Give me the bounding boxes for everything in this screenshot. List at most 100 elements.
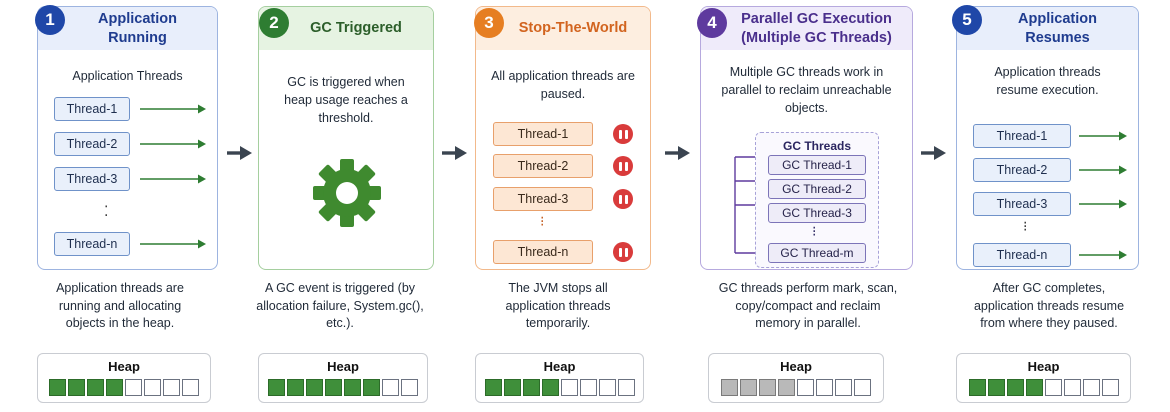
gc-thread-box: GC Thread-m	[768, 243, 866, 263]
gc-thread-box: GC Thread-3	[768, 203, 866, 223]
heap-cell-free	[125, 379, 142, 396]
thread-box: Thread-2	[54, 132, 130, 156]
gc-threads-group: GC Threads GC Thread-1 GC Thread-2 GC Th…	[755, 132, 879, 268]
step-3-title: Stop-The-World	[518, 20, 628, 37]
heap-cell-free	[1063, 379, 1081, 396]
heap-cell-used	[522, 379, 540, 396]
heap-cells	[259, 379, 427, 396]
heap-cell-free	[144, 379, 161, 396]
next-step-arrow-icon	[665, 146, 690, 160]
step-2-body: GC is triggered when heap usage reaches …	[259, 51, 433, 269]
step-5-card: Application Resumes Application threads …	[956, 6, 1139, 270]
step-1-body: Application Threads Thread-1 Thread-2 Th…	[38, 51, 217, 269]
step-4-card: Parallel GC Execution (Multiple GC Threa…	[700, 6, 913, 270]
gc-thread-box: GC Thread-1	[768, 155, 866, 175]
heap-cells	[709, 379, 883, 396]
heap-cell-free	[560, 379, 578, 396]
heap-cell-free	[579, 379, 597, 396]
thread-box: Thread-2	[973, 158, 1071, 182]
step-4-body: Multiple GC threads work in parallel to …	[701, 51, 912, 269]
heap-cell-free	[598, 379, 616, 396]
heap-cell-used	[268, 379, 285, 396]
step-3-badge: 3	[474, 8, 504, 38]
heap-cells	[38, 379, 210, 396]
arrow-right-icon	[140, 239, 206, 249]
thread-box: Thread-1	[54, 97, 130, 121]
heap-cell-used	[1006, 379, 1024, 396]
step-5-intro: Application threads resume execution.	[994, 65, 1101, 98]
arrow-right-icon	[1079, 131, 1127, 141]
heap-cell-free	[617, 379, 635, 396]
arrow-right-icon	[140, 139, 206, 149]
heap-cell-used	[541, 379, 559, 396]
heap-cell-used	[325, 379, 342, 396]
step-2-title: GC Triggered	[310, 20, 402, 37]
heap-cell-used	[721, 379, 738, 396]
step-2-badge: 2	[259, 8, 289, 38]
heap-cell-used	[87, 379, 104, 396]
heap-cell-used	[968, 379, 986, 396]
step-3-body: All application threads are paused. Thre…	[476, 51, 650, 269]
next-step-arrow-icon	[442, 146, 467, 160]
step-2-header: GC Triggered	[259, 7, 433, 50]
heap-cell-free	[163, 379, 180, 396]
step-2-card: GC Triggered GC is triggered when heap u…	[258, 6, 434, 270]
thread-box: Thread-2	[493, 154, 593, 178]
heap-cell-used	[344, 379, 361, 396]
step-3-card: Stop-The-World All application threads a…	[475, 6, 651, 270]
step-4-heap: Heap	[708, 353, 884, 403]
arrow-right-icon	[1079, 199, 1127, 209]
thread-box: Thread-3	[493, 187, 593, 211]
step-4-caption: GC threads perform mark, scan, copy/comp…	[718, 281, 898, 330]
heap-label: Heap	[543, 359, 576, 374]
heap-cell-used	[987, 379, 1005, 396]
heap-cell-free	[401, 379, 418, 396]
step-1-badge: 1	[35, 5, 65, 35]
step-1-caption: Application threads are running and allo…	[56, 281, 184, 330]
step-4-intro: Multiple GC threads work in parallel to …	[721, 65, 892, 116]
thread-box: Thread-3	[973, 192, 1071, 216]
gc-threads-title: GC Threads	[782, 139, 851, 153]
heap-cell-free	[835, 379, 852, 396]
heap-cell-used	[503, 379, 521, 396]
heap-cell-used	[778, 379, 795, 396]
heap-cell-free	[1082, 379, 1100, 396]
step-1-intro: Application Threads	[72, 69, 183, 83]
pause-icon	[613, 124, 633, 144]
heap-cell-used	[1025, 379, 1043, 396]
arrow-right-icon	[1079, 250, 1127, 260]
ellipsis-dots: ⁝	[1023, 218, 1028, 234]
step-1-card: Application Running Application Threads …	[37, 6, 218, 270]
step-3-caption: The JVM stops all application threads te…	[505, 281, 611, 330]
heap-cell-free	[382, 379, 399, 396]
heap-cell-free	[797, 379, 814, 396]
gc-thread-box: GC Thread-2	[768, 179, 866, 199]
step-2-heap: Heap	[258, 353, 428, 403]
step-5-body: Application threads resume execution. Th…	[957, 51, 1138, 269]
step-5-title: Application Resumes	[1018, 11, 1097, 46]
step-5-header: Application Resumes	[957, 7, 1138, 50]
step-1-title: Application Running	[98, 11, 177, 46]
heap-cell-free	[854, 379, 871, 396]
ellipsis-dots: ⁝	[540, 213, 545, 229]
heap-cell-free	[816, 379, 833, 396]
step-3-heap: Heap	[475, 353, 644, 403]
heap-cells	[476, 379, 643, 396]
heap-cell-used	[106, 379, 123, 396]
step-2-intro: GC is triggered when heap usage reaches …	[284, 75, 408, 126]
heap-label: Heap	[108, 359, 140, 374]
pause-icon	[613, 242, 633, 262]
heap-cell-used	[68, 379, 85, 396]
next-step-arrow-icon	[227, 146, 252, 160]
thread-box: Thread-n	[493, 240, 593, 264]
heap-cells	[957, 379, 1130, 396]
step-5-caption: After GC completes, application threads …	[973, 281, 1125, 330]
thread-box: Thread-3	[54, 167, 130, 191]
heap-cell-used	[484, 379, 502, 396]
heap-cell-used	[306, 379, 323, 396]
thread-box: Thread-1	[493, 122, 593, 146]
heap-label: Heap	[780, 359, 812, 374]
next-step-arrow-icon	[921, 146, 946, 160]
pause-icon	[613, 189, 633, 209]
arrow-right-icon	[1079, 165, 1127, 175]
